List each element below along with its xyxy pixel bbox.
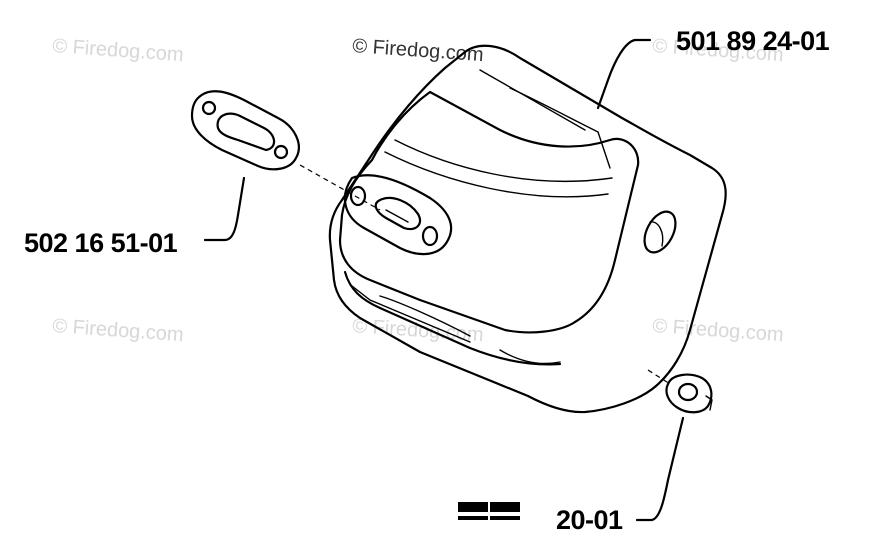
alignment-lines <box>299 164 671 385</box>
muffler-drawing <box>328 44 727 414</box>
watermark-bottom-left: © Firedog.com <box>52 315 185 346</box>
gasket-drawing <box>190 90 300 171</box>
part-label-muffler: 501 89 24-01 <box>676 26 830 56</box>
part-label-nut: 20-01 <box>556 505 623 535</box>
muffler-leader-line <box>596 38 652 110</box>
part-label-nut-group: 20-01 <box>456 502 624 535</box>
watermark-top-center: © Firedog.com <box>352 35 485 66</box>
nut-leader-line <box>635 416 685 522</box>
watermark-bottom-right: © Firedog.com <box>652 315 785 346</box>
leader-lines <box>203 38 685 522</box>
nut-drawing <box>665 373 713 414</box>
watermark-top-left: © Firedog.com <box>52 35 185 66</box>
gasket-leader-line <box>203 176 246 242</box>
part-label-gasket: 502 16 51-01 <box>24 228 178 258</box>
nut-alignment-line <box>647 369 671 385</box>
gasket-alignment-line <box>299 164 381 211</box>
